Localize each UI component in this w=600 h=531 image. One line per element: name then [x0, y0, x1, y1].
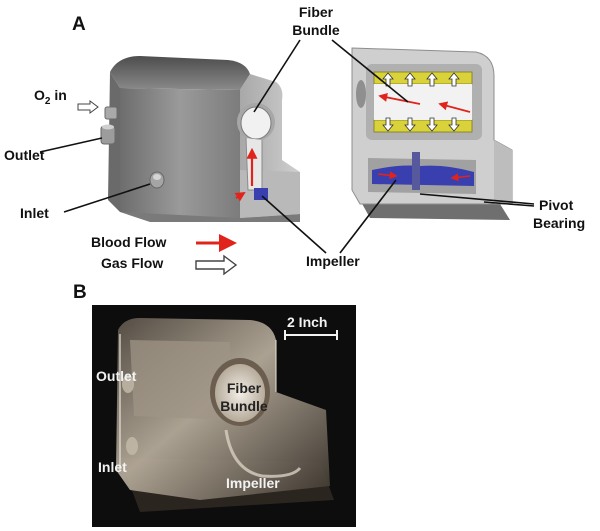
leader-pivot-left: [419, 193, 535, 205]
leader-fiber-left: [253, 39, 301, 113]
label-fiber-bundle-line2: Bundle: [292, 22, 340, 38]
photo-label-fiber-line1: Fiber: [227, 380, 262, 396]
legend: Blood Flow Gas Flow: [91, 234, 238, 276]
photo-label-fiber-line2: Bundle: [220, 398, 268, 414]
panel-a: A: [4, 4, 585, 276]
leader-pivot-right: [483, 201, 535, 207]
label-o2-in: O2 in: [34, 87, 67, 107]
leader-impeller-left: [261, 195, 327, 254]
label-bearing: Bearing: [533, 215, 585, 231]
photo-label-impeller: Impeller: [226, 475, 280, 491]
label-pivot: Pivot: [539, 197, 574, 213]
panel-a-letter: A: [72, 14, 86, 35]
panel-b-letter: B: [73, 282, 87, 303]
o2-in-arrow: [77, 100, 99, 114]
scale-bar-label: 2 Inch: [287, 314, 327, 330]
label-inlet: Inlet: [20, 205, 49, 221]
device-external-view: [100, 56, 300, 222]
leader-impeller-right: [339, 179, 397, 254]
photo-label-inlet: Inlet: [98, 459, 127, 475]
leader-fiber-right: [331, 39, 409, 103]
label-fiber-bundle-line1: Fiber: [299, 4, 334, 20]
legend-blood-flow-label: Blood Flow: [91, 234, 167, 250]
label-outlet: Outlet: [4, 147, 45, 163]
photo-label-outlet: Outlet: [96, 368, 137, 384]
legend-gas-flow-label: Gas Flow: [101, 255, 163, 271]
label-impeller: Impeller: [306, 253, 360, 269]
leader-inlet: [63, 183, 151, 213]
leader-outlet: [39, 137, 103, 153]
legend-gas-flow-arrow: [195, 254, 238, 276]
device-cutaway-view: [351, 47, 513, 220]
panel-b: B 2 Inch Outlet Fiber: [73, 282, 356, 527]
photo-device: [116, 318, 334, 512]
